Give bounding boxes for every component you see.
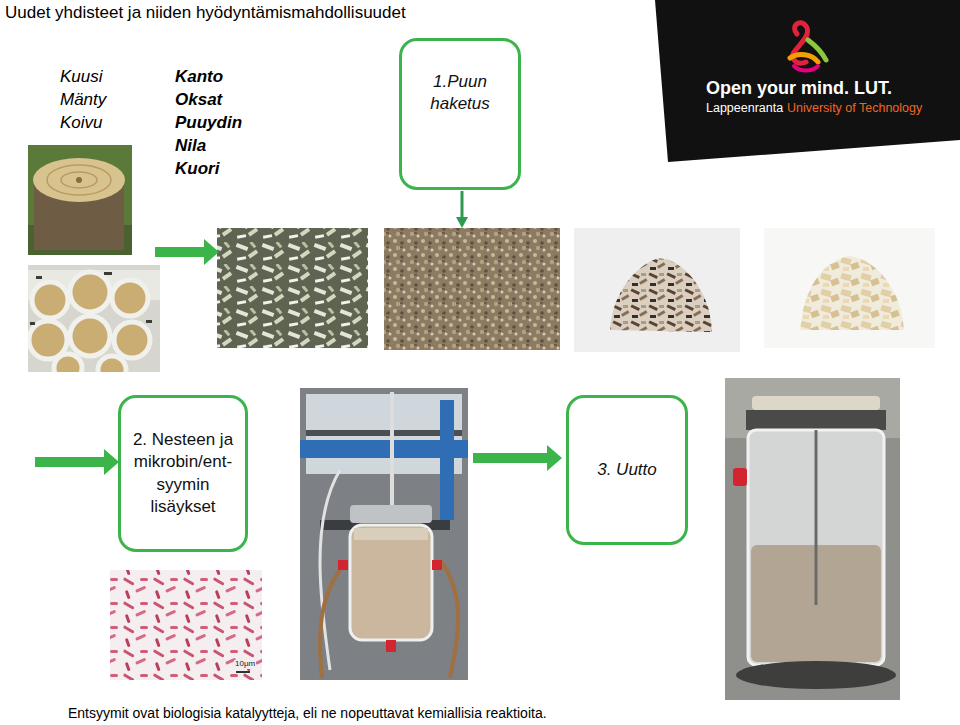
species-label: Koivu <box>60 112 103 135</box>
flow-arrow <box>35 449 119 475</box>
part-label: Nila <box>175 135 206 158</box>
box-text-group: 3. Uutto <box>597 459 657 481</box>
box-text-group: 1.Puun haketus <box>408 71 512 115</box>
part-label: Kanto <box>175 66 223 89</box>
flow-arrow <box>456 191 468 228</box>
logo-mark <box>794 66 818 71</box>
logo-panel <box>655 0 960 162</box>
logo-text: Lappeenranta <box>706 100 783 117</box>
process-box: 1.Puun haketus <box>399 38 521 190</box>
logo-mark <box>790 55 818 62</box>
part-label: Puuydin <box>175 112 242 135</box>
logo-text: Open your mind. LUT. <box>706 76 892 100</box>
chips-photo <box>384 228 560 350</box>
diagram-title: Uudet yhdisteet ja niiden hyödyntämismah… <box>5 2 406 25</box>
logo-background <box>655 0 960 162</box>
chips-photo <box>764 228 935 348</box>
logo-mark <box>808 40 826 60</box>
species-label: Kuusi <box>60 66 103 89</box>
scale-label: 10µm <box>234 660 256 669</box>
chips-photo <box>574 228 740 352</box>
part-label: Oksat <box>175 89 222 112</box>
stump-photo <box>28 145 132 255</box>
flow-arrow <box>473 445 562 471</box>
box-label: 3. Uutto <box>597 459 657 481</box>
microscope-image <box>110 570 262 680</box>
part-label: Kuori <box>175 158 219 181</box>
logs-photo <box>28 265 160 372</box>
logo-text: University of Technology <box>787 100 922 117</box>
species-label: Mänty <box>60 89 106 112</box>
box-text-group: 2. Nesteen ja mikrobin/ent-syymin lisäyk… <box>127 429 239 517</box>
reactor-photo <box>300 388 468 680</box>
box-label: 2. Nesteen ja mikrobin/ent-syymin lisäyk… <box>127 429 239 517</box>
process-box: 2. Nesteen ja mikrobin/ent-syymin lisäyk… <box>118 395 248 552</box>
caption: Entsyymit ovat biologisia katalyytteja, … <box>68 704 547 723</box>
process-box: 3. Uutto <box>566 395 688 545</box>
scale-bar <box>236 671 250 673</box>
box-label: 1.Puun haketus <box>408 71 512 115</box>
flow-arrow <box>155 239 219 265</box>
jar-photo <box>725 378 900 700</box>
chips-photo <box>217 228 368 348</box>
